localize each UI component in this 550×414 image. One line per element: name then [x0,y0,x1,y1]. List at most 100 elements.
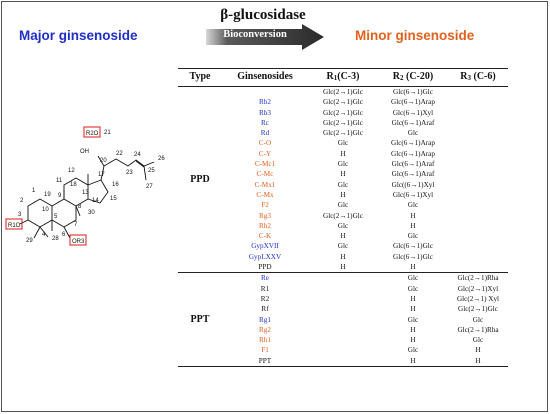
r2-value: Glc(6→1)Glc [393,242,433,251]
r2-value: H [410,211,416,220]
r2-value: H [378,262,448,274]
carbon-13: 13 [82,190,89,196]
carbon-24: 24 [134,152,141,158]
carbon-20: 20 [100,158,107,164]
r3-value: Glc [472,315,484,324]
r3-value: Glc(2→1)Rha [457,274,499,283]
r3-value: Glc(2→1)Glc [458,305,498,314]
r3-value [448,241,508,251]
r3-value [448,108,508,118]
ginsenoside-table: Type Ginsenosides R1(C-3) R2 (C-20) R3 (… [178,68,508,368]
r2-value: Glc(6→1)Glc [393,252,433,261]
r1-value: Glc [337,221,349,230]
r1-value: H [340,232,346,241]
r1-value: H [340,170,346,179]
r2-value: Glc(6→1)Araf [391,170,435,179]
ginsenoside-name: R2 [260,294,270,303]
carbon-22: 22 [116,151,123,157]
major-ginsenoside-label: Major ginsenoside [19,28,138,43]
table-header-row: Type Ginsenosides R1(C-3) R2 (C-20) R3 (… [178,68,508,87]
ginsenoside-name: Rb3 [259,108,271,117]
r1-value: H [340,252,346,261]
carbon-4: 4 [42,232,46,238]
skeleton-bonds [19,155,155,239]
r1-value: Glc(2→1)Glc [323,211,363,220]
r1-value [308,355,378,368]
r1-value [308,284,378,294]
r1-value: Glc [337,201,349,210]
type-cell-ppt: PPT [178,272,222,368]
r1-value: Glc(2→1)Glc [323,108,363,117]
r1-value [308,325,378,335]
r2-value: Glc(6→1)Arap [391,98,435,107]
r1-value [308,345,378,355]
r2-value: Glc(6→1)Arap [391,149,435,158]
ginsenoside-name: Rh2 [259,221,271,230]
carbon-23: 23 [126,170,133,176]
r2-value: Glc(6→1)Xyl [392,190,434,199]
r2-value: Glc(6→1)Araf [391,160,435,169]
r3-highlight-box [69,234,87,246]
r3-substituent: OR3 [72,239,85,245]
r2-value: H [378,355,448,368]
hydroxyl-label: OH [80,149,89,155]
type-cell-ppd: PPD [178,86,222,274]
enzyme-label: β-glucosidase [220,7,306,23]
r1-value [308,294,378,304]
carbon-11: 11 [56,178,63,184]
r1-value: H [340,190,346,199]
r1-value: Glc(2→1)Glc [323,88,363,96]
r1-value [308,335,378,345]
r3-value: H [448,355,508,368]
table-row: F2 Glc Glc [178,200,508,210]
r1-value: Glc [337,139,349,148]
carbon-16: 16 [112,182,119,188]
ginsenoside-name: GypXVII [251,242,279,251]
header-ginsenosides: Ginsenosides [222,68,308,87]
r3-value: Glc(2→1) Xyl [456,294,500,303]
carbon-17: 17 [98,172,105,178]
ginsenoside-name: F2 [261,201,269,210]
r3-value [448,159,508,169]
carbon-8: 8 [78,204,82,210]
r2-value: H [410,294,416,303]
r2-value: H [410,336,416,345]
r3-value [448,221,508,231]
r2-value: Glc [407,129,419,138]
r3-value: H [475,346,481,355]
r3-value [448,180,508,190]
r2-value: Glc [407,315,419,324]
carbon-25: 25 [148,168,155,174]
carbon-3: 3 [18,212,22,218]
r2-value: Glc [407,201,419,210]
carbon-29: 29 [26,238,33,244]
ginsenoside-name: Re [261,274,269,283]
r2-highlight-box [83,126,101,138]
r2-value: Glc(6→1)Araf [391,118,435,127]
carbon-14: 14 [92,198,99,204]
header-type: Type [178,68,222,87]
ginsenoside-name: C-Mx1 [254,180,276,189]
r3-value: Glc [472,336,484,345]
r3-value [448,200,508,210]
r1-highlight-box [5,218,23,230]
r3-value [448,231,508,241]
carbon-9: 9 [58,193,62,199]
r3-value [448,87,508,98]
r3-value [448,138,508,148]
r1-substituent: R1O [8,223,21,229]
carbon-5: 5 [54,214,58,220]
